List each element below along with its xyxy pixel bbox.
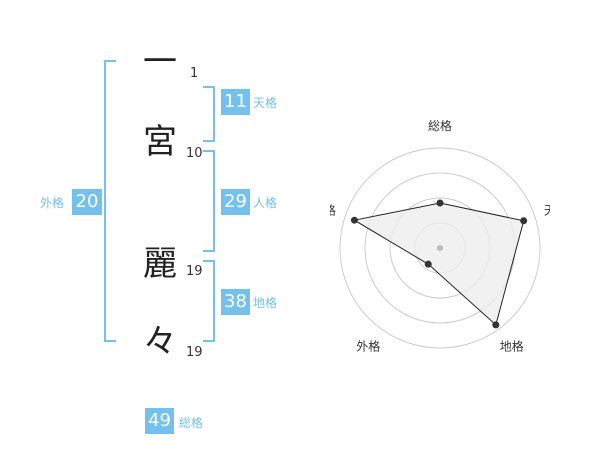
gaikaku-bracket (104, 60, 116, 342)
tenkaku-bracket (203, 86, 215, 142)
soukaku-value-badge: 49 (145, 408, 174, 434)
radar-axis-label-3: 地格 (500, 339, 524, 354)
chikaku-label: 地格 (253, 296, 278, 310)
radar-point-4 (424, 260, 432, 268)
name-char-1: 一 (143, 42, 177, 82)
radar-center-dot (437, 245, 443, 251)
stroke-count-4: 19 (186, 345, 203, 360)
chikaku-bracket (203, 260, 215, 342)
name-char-4: 々 (143, 322, 177, 362)
jinkaku-value-badge: 29 (221, 189, 250, 215)
jinkaku-bracket (203, 150, 215, 252)
jinkaku-label: 人格 (253, 196, 278, 210)
radar-axis-label-4: 外格 (356, 339, 380, 354)
radar-point-3 (492, 321, 500, 329)
tenkaku-value-badge: 11 (221, 89, 250, 115)
radar-point-5 (350, 216, 358, 224)
gaikaku-value-badge: 20 (72, 189, 102, 215)
radar-ring (339, 147, 541, 349)
chikaku-value-badge: 38 (221, 289, 250, 315)
radar-point-2 (520, 217, 528, 225)
radar-point-1 (436, 199, 444, 207)
name-char-3: 麗 (143, 244, 177, 284)
tenkaku-label: 天格 (253, 96, 278, 110)
radar-axis-label-1: 総格 (428, 120, 452, 133)
soukaku-label: 総格 (179, 416, 204, 430)
stroke-count-1: 1 (190, 66, 199, 81)
radar-axis-label-5: 人格 (330, 202, 336, 217)
stroke-count-3: 19 (186, 264, 203, 279)
name-char-2: 宮 (143, 122, 177, 162)
radar-area (353, 202, 525, 326)
fortune-radar-chart: 総格天格地格 外格 人格 (330, 120, 550, 354)
stroke-count-2: 10 (186, 146, 203, 161)
gaikaku-label: 外格 (40, 196, 65, 210)
radar-axis-label-2: 天格 (544, 202, 550, 217)
